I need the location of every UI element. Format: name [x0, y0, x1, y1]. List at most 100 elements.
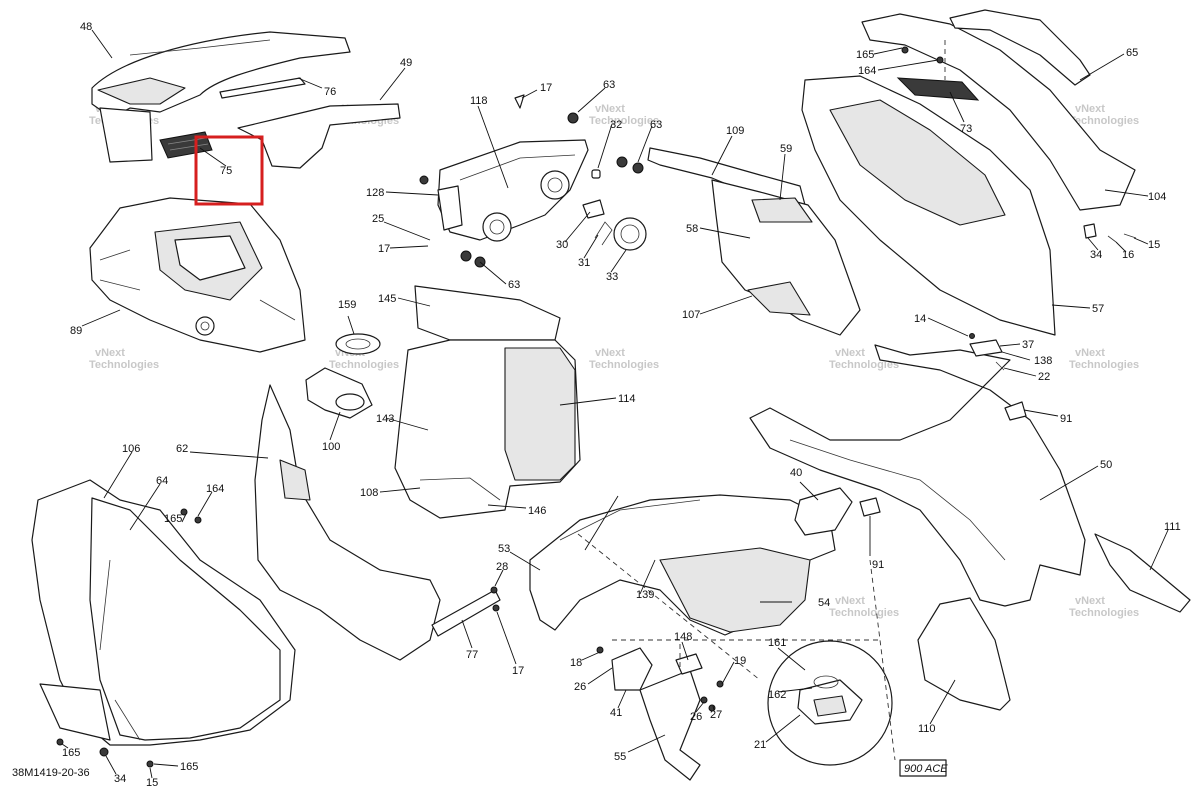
svg-text:Technologies: Technologies: [589, 359, 659, 371]
part-62-lower-cowl: [254, 384, 441, 661]
callout-28: 28: [496, 561, 508, 573]
callout-labels: 48 76 49 75 89 17 118 63 32 63 128 25 17…: [62, 21, 1181, 786]
part-73-vent: [896, 77, 980, 101]
callout-73: 73: [960, 123, 972, 135]
callout-17: 17: [378, 243, 390, 255]
callout-145: 145: [378, 293, 396, 305]
part-53-139-54-165-nose-panel: [529, 494, 836, 636]
svg-text:Technologies: Technologies: [1069, 359, 1139, 371]
callout-34: 34: [114, 773, 126, 785]
svg-text:vNext: vNext: [595, 347, 625, 359]
part-57-lower-side-panel: [801, 75, 1056, 336]
callout-164: 164: [858, 65, 876, 77]
callout-19: 19: [734, 655, 746, 667]
svg-text:Technologies: Technologies: [1069, 607, 1139, 619]
part-34-16-15-hardware-right: [1083, 223, 1137, 243]
callout-143: 143: [376, 413, 394, 425]
part-111-trim: [1094, 533, 1191, 613]
callout-22: 22: [1038, 371, 1050, 383]
part-49-side-panel: [237, 103, 401, 169]
callout-108: 108: [360, 487, 378, 499]
part-145-upper-panel: [414, 285, 561, 341]
callout-100: 100: [322, 441, 340, 453]
callout-48: 48: [80, 21, 92, 33]
callout-75: 75: [220, 165, 232, 177]
callout-91: 91: [1060, 413, 1072, 425]
callout-32: 32: [610, 119, 622, 131]
callout-165: 165: [62, 747, 80, 759]
callout-16: 16: [1122, 249, 1134, 261]
svg-text:Technologies: Technologies: [89, 359, 159, 371]
part-106-64-left-fairing: [31, 479, 296, 746]
svg-text:Technologies: Technologies: [329, 359, 399, 371]
callout-63: 63: [508, 279, 520, 291]
callout-14: 14: [914, 313, 926, 325]
callout-62: 62: [176, 443, 188, 455]
callout-53: 53: [498, 543, 510, 555]
callout-138: 138: [1034, 355, 1052, 367]
callout-146: 146: [528, 505, 546, 517]
callout-57: 57: [1092, 303, 1104, 315]
document-id: 38M1419-20-36: [12, 767, 90, 779]
callout-64: 64: [156, 475, 168, 487]
svg-text:vNext: vNext: [595, 103, 625, 115]
part-89-console-housing: [89, 197, 306, 353]
svg-text:Technologies: Technologies: [1069, 115, 1139, 127]
callout-164: 164: [206, 483, 224, 495]
callout-106: 106: [122, 443, 140, 455]
part-118-headlight-assembly: [437, 139, 589, 242]
callout-161: 161: [768, 637, 786, 649]
svg-text:vNext: vNext: [1075, 595, 1105, 607]
part-143-114-146-108-center-panel: [394, 339, 581, 519]
callout-26: 26: [574, 681, 586, 693]
part-28-17-screws: [490, 586, 500, 612]
callout-165: 165: [180, 761, 198, 773]
part-48-upper-fairing: [91, 31, 351, 163]
callout-31: 31: [578, 257, 590, 269]
callout-159: 159: [338, 299, 356, 311]
svg-text:vNext: vNext: [1075, 347, 1105, 359]
callout-59: 59: [780, 143, 792, 155]
svg-text:Technologies: Technologies: [829, 607, 899, 619]
callout-104: 104: [1148, 191, 1166, 203]
variant-box: [899, 759, 947, 777]
svg-text:Technologies: Technologies: [829, 359, 899, 371]
callout-41: 41: [610, 707, 622, 719]
svg-text:Technologies: Technologies: [589, 115, 659, 127]
part-41-55-148-mirror-bracket: [611, 647, 703, 781]
part-58-59-107-inner-panel: [711, 179, 861, 336]
callout-58: 58: [686, 223, 698, 235]
callout-17: 17: [512, 665, 524, 677]
callout-63: 63: [603, 79, 615, 91]
callout-21: 21: [754, 739, 766, 751]
part-65-side-fairing-right: [861, 9, 1136, 211]
callout-114: 114: [618, 393, 636, 405]
svg-text:vNext: vNext: [835, 347, 865, 359]
callout-109: 109: [726, 125, 744, 137]
callout-27: 27: [710, 709, 722, 721]
part-30-bulb-socket: [582, 199, 605, 219]
detail-callout-900-ace: 900 ACE: [767, 640, 948, 777]
callout-17: 17: [540, 82, 552, 94]
callout-77: 77: [466, 649, 478, 661]
part-159-ring: [335, 333, 381, 355]
callout-50: 50: [1100, 459, 1112, 471]
callout-55: 55: [614, 751, 626, 763]
assembly-guides: [577, 40, 946, 761]
callout-91: 91: [872, 559, 884, 571]
callout-15: 15: [146, 777, 158, 786]
part-33-cap: [613, 217, 647, 251]
highlight-part-75: [194, 135, 264, 206]
callout-111: 111: [1164, 521, 1181, 533]
callout-25: 25: [372, 213, 384, 225]
part-63-grommets: [419, 112, 644, 268]
part-hardware-small: [56, 46, 975, 768]
callout-128: 128: [366, 187, 384, 199]
callout-26: 26: [690, 711, 702, 723]
callout-40: 40: [790, 467, 802, 479]
callout-76: 76: [324, 86, 336, 98]
callout-165: 165: [856, 49, 874, 61]
callout-18: 18: [570, 657, 582, 669]
part-17-screw-top: [514, 94, 525, 109]
